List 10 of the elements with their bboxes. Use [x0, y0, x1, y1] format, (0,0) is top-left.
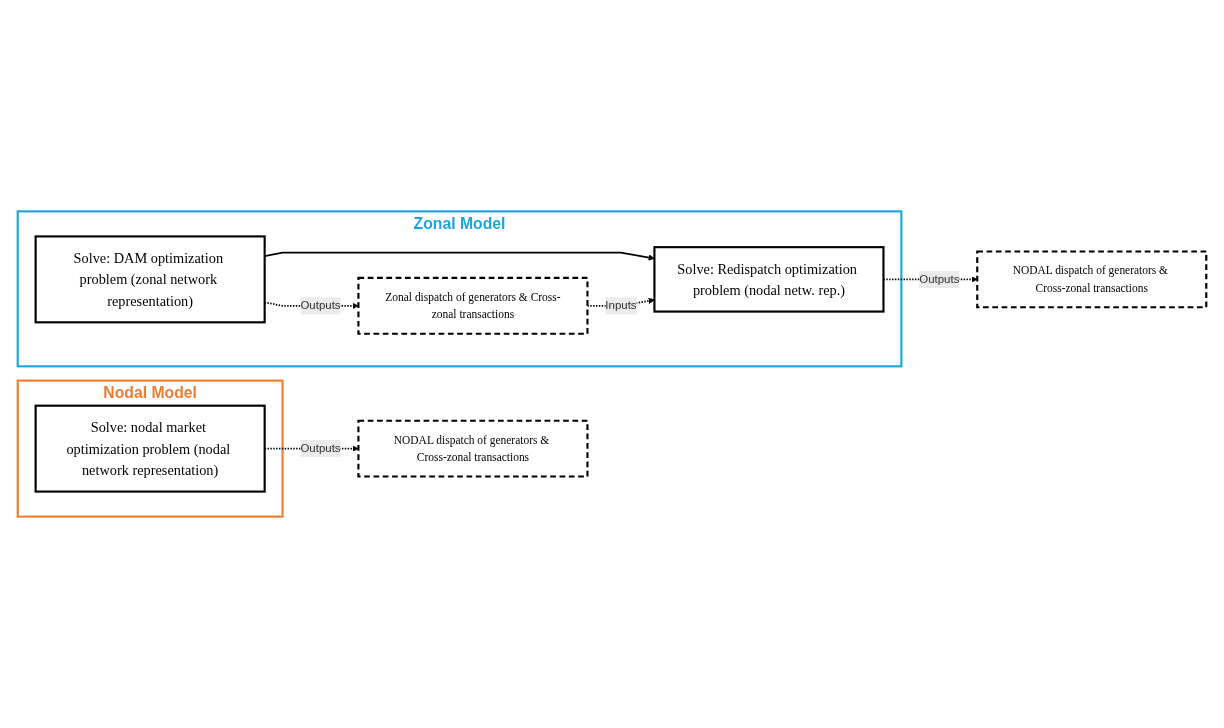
- node-box: Solve: Redispatch optimization problem (nodal netw. rep.): [653, 246, 885, 313]
- node-box: Zonal dispatch of generators & Cross-zonal transactions: [357, 276, 589, 335]
- edge-label: Inputs: [605, 299, 637, 312]
- edge-label: Outputs: [300, 442, 341, 455]
- node-box: Solve: DAM optimization problem (zonal network representation): [34, 235, 266, 324]
- node-box: Solve: nodal market optimization problem (nodal network representation): [34, 404, 266, 493]
- edge-label: Outputs: [919, 272, 960, 286]
- edge-label: Outputs: [300, 299, 341, 312]
- node-box: NODAL dispatch of generators & Cross-zonal transactions: [357, 419, 589, 478]
- node-box: NODAL dispatch of generators & Cross-zonal transactions: [976, 250, 1208, 309]
